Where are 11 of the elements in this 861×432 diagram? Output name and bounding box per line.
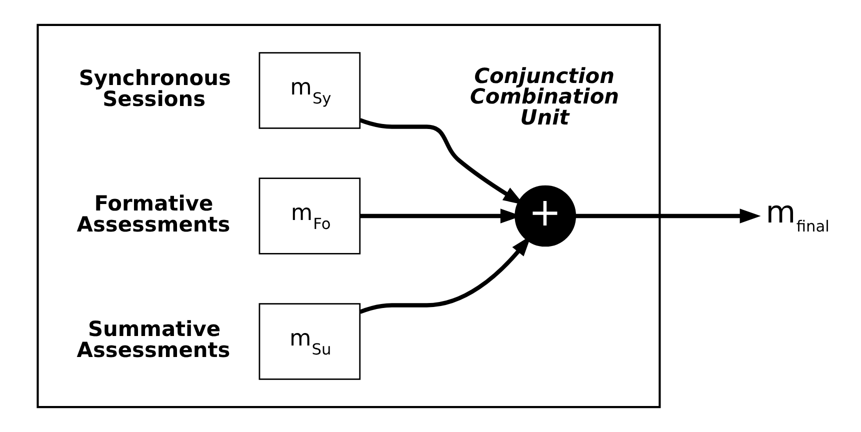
node-text: m$_{final}$ — [765, 195, 829, 236]
arrow — [574, 208, 760, 224]
node-circle: + — [514, 185, 576, 247]
node-label: Summative Assessments — [76, 316, 230, 362]
cluster — [36, 24, 660, 408]
node-label: Synchronous Sessions — [78, 66, 230, 111]
node-box: m$_{Su}$ — [258, 303, 360, 380]
node-box: m$_{Sy}$ — [258, 52, 360, 129]
node-label: Conjunction Combination Unit — [470, 64, 619, 130]
node-box: m$_{Fo}$ — [258, 178, 360, 254]
node-label: Formative Assessments — [76, 191, 230, 236]
